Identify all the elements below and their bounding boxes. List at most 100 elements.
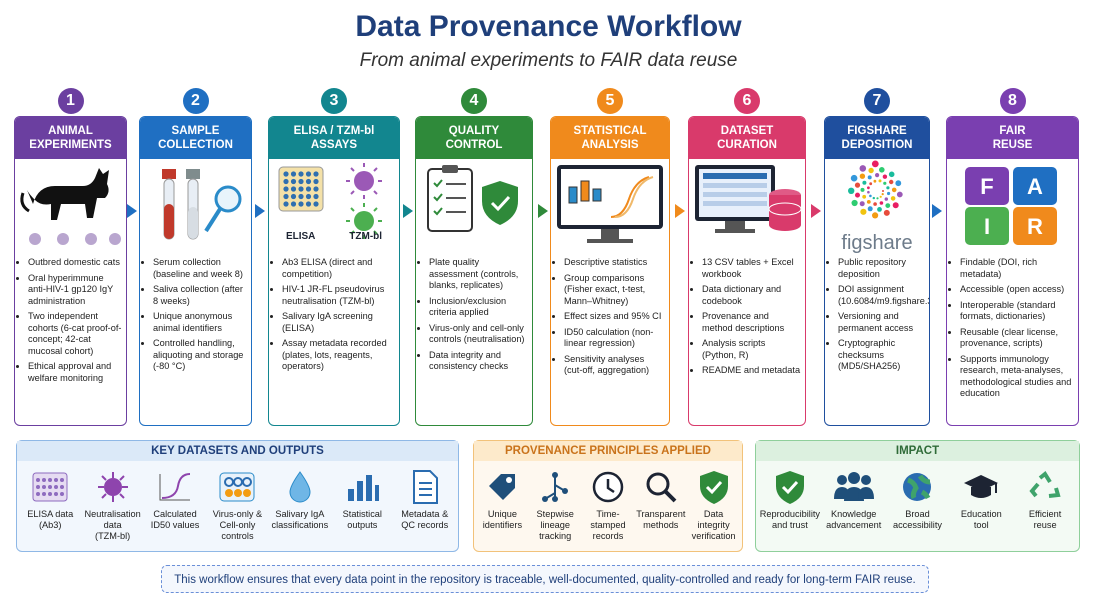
- list-item: Controlled handling, aliquoting and stor…: [153, 338, 247, 373]
- arrow-icon: [675, 204, 685, 218]
- fair-letter-i: I: [965, 207, 1009, 245]
- list-item: Ethical approval and welfare monitoring: [28, 361, 122, 384]
- panel-title: PROVENANCE PRINCIPLES APPLIED: [474, 441, 742, 461]
- stage-card: SAMPLE COLLECTION Serum collection (basel…: [139, 116, 252, 426]
- list-item: Data integrity and consistency checks: [429, 350, 528, 373]
- lineage-icon: [529, 465, 582, 509]
- drop-icon: [269, 465, 331, 509]
- step-number: 4: [461, 88, 487, 114]
- stage-illustration-icon: [689, 159, 805, 257]
- svg-text:A: A: [1027, 174, 1043, 199]
- list-item: Saliva collection (after 8 weeks): [153, 284, 247, 307]
- stage-heading: ELISA / TZM-bl ASSAYS: [269, 117, 399, 159]
- panel-item-label: Salivary IgA classifications: [271, 509, 329, 530]
- assay-label: ELISA: [285, 231, 316, 242]
- stage-heading: FIGSHARE DEPOSITION: [825, 117, 929, 159]
- panel-item: Data integrity verification: [687, 465, 740, 542]
- panel-title: KEY DATASETS AND OUTPUTS: [17, 441, 458, 461]
- list-item: Accessible (open access): [960, 284, 1074, 296]
- list-item: ID50 calculation (non-linear regression): [564, 327, 665, 350]
- panel-item: Neutralisation data (TZM-bl): [82, 465, 144, 542]
- panel-item-label: Education tool: [960, 509, 1002, 530]
- panel-item-label: Virus-only & Cell-only controls: [212, 509, 263, 541]
- list-item: Sensitivity analyses (cut-off, aggregati…: [564, 354, 665, 377]
- list-item: Supports immunology research, meta-analy…: [960, 354, 1074, 400]
- stage-illustration-icon: [15, 159, 126, 257]
- step-number: 3: [321, 88, 347, 114]
- list-item: Analysis scripts (Python, R): [702, 338, 801, 361]
- panel-item-label: Statistical outputs: [342, 509, 382, 530]
- recycle-icon: [1014, 465, 1076, 509]
- footer-note: This workflow ensures that every data po…: [161, 565, 929, 593]
- panel-item: Salivary IgA classifications: [269, 465, 331, 542]
- stage-card: QUALITY CONTROLPlate quality assessment …: [415, 116, 533, 426]
- list-item: Inclusion/exclusion criteria applied: [429, 296, 528, 319]
- page-subtitle: From animal experiments to FAIR data reu…: [359, 50, 738, 71]
- list-item: DOI assignment (10.6084/m9.figshare.3317…: [838, 284, 929, 307]
- list-item: Two independent cohorts (6-cat proof-of-…: [28, 311, 122, 357]
- list-item: Oral hyperimmune anti-HIV-1 gp120 IgY ad…: [28, 273, 122, 308]
- people-icon: [823, 465, 885, 509]
- panel-item: Transparent methods: [634, 465, 687, 542]
- arrow-icon: [403, 204, 413, 218]
- list-item: Serum collection (baseline and week 8): [153, 257, 247, 280]
- list-item: Cryptographic checksums (MD5/SHA256): [838, 338, 925, 373]
- arrow-icon: [932, 204, 942, 218]
- graduation-cap-icon: [950, 465, 1012, 509]
- magnifier-icon: [634, 465, 687, 509]
- curve-icon: [144, 465, 206, 509]
- panel-item: Calculated ID50 values: [144, 465, 206, 542]
- page-title: Data Provenance Workflow: [355, 10, 742, 43]
- panel-item: Reproducibility and trust: [759, 465, 821, 531]
- step-number: 2: [182, 88, 209, 114]
- panel-item: Stepwise lineage tracking: [529, 465, 582, 542]
- panel-item: ELISA data (Ab3): [19, 465, 81, 542]
- list-item: Outbred domestic cats: [28, 257, 122, 269]
- panel-key-datasets: KEY DATASETS AND OUTPUTS ELISA data (Ab3…: [16, 440, 459, 552]
- panel-item-label: Broad accessibility: [892, 509, 942, 530]
- panel-item-label: Knowledge advancement: [826, 509, 882, 530]
- list-item: Descriptive statistics: [564, 257, 665, 269]
- svg-text:I: I: [984, 214, 990, 239]
- virus-icon: [82, 465, 144, 509]
- list-item: Interoperable (standard formats, diction…: [960, 300, 1074, 323]
- shield-check-icon: [687, 465, 740, 509]
- list-item: Versioning and permanent access: [838, 311, 925, 334]
- panel-item-label: Calculated ID50 values: [150, 509, 200, 530]
- list-item: Public repository deposition: [838, 257, 925, 280]
- list-item: Unique anonymous animal identifiers: [153, 311, 247, 334]
- panel-item: Education tool: [950, 465, 1012, 531]
- stage-details: 13 CSV tables + Excel workbookData dicti…: [689, 257, 805, 377]
- arrow-icon: [811, 204, 821, 218]
- stage-details: Plate quality assessment (controls, blan…: [416, 257, 532, 373]
- stage-illustration-icon: [416, 159, 532, 257]
- list-item: Plate quality assessment (controls, blan…: [429, 257, 528, 292]
- stage-details: Findable (DOI, rich metadata)Accessible …: [947, 257, 1078, 400]
- stage-details: Descriptive statisticsGroup comparisons …: [551, 257, 669, 377]
- arrow-icon: [538, 204, 548, 218]
- step-number: 8: [999, 88, 1026, 114]
- stage-details: Ab3 ELISA (direct and competition)HIV-1 …: [269, 257, 399, 373]
- panel-item-label: Stepwise lineage tracking: [536, 509, 574, 541]
- stage-card: FIGSHARE DEPOSITION figsharePublic reposi…: [824, 116, 930, 426]
- panel-item-label: Data integrity verification: [691, 509, 736, 541]
- list-item: 13 CSV tables + Excel workbook: [702, 257, 801, 280]
- stage-illustration-icon: [551, 159, 669, 257]
- panel-item-label: Reproducibility and trust: [759, 509, 821, 530]
- list-item: Provenance and method descriptions: [702, 311, 801, 334]
- panel-item-label: Time-stamped records: [590, 509, 626, 541]
- list-item: Assay metadata recorded (plates, lots, r…: [282, 338, 395, 373]
- plate-icon: [19, 465, 81, 509]
- list-item: Group comparisons (Fisher exact, t-test,…: [564, 273, 665, 308]
- globe-icon: [886, 465, 948, 509]
- figshare-logo-text: figshare: [841, 232, 912, 254]
- stage-details: Public repository depositionDOI assignme…: [825, 257, 929, 373]
- stage-heading: SAMPLE COLLECTION: [140, 117, 251, 159]
- panel-item: Knowledge advancement: [823, 465, 885, 531]
